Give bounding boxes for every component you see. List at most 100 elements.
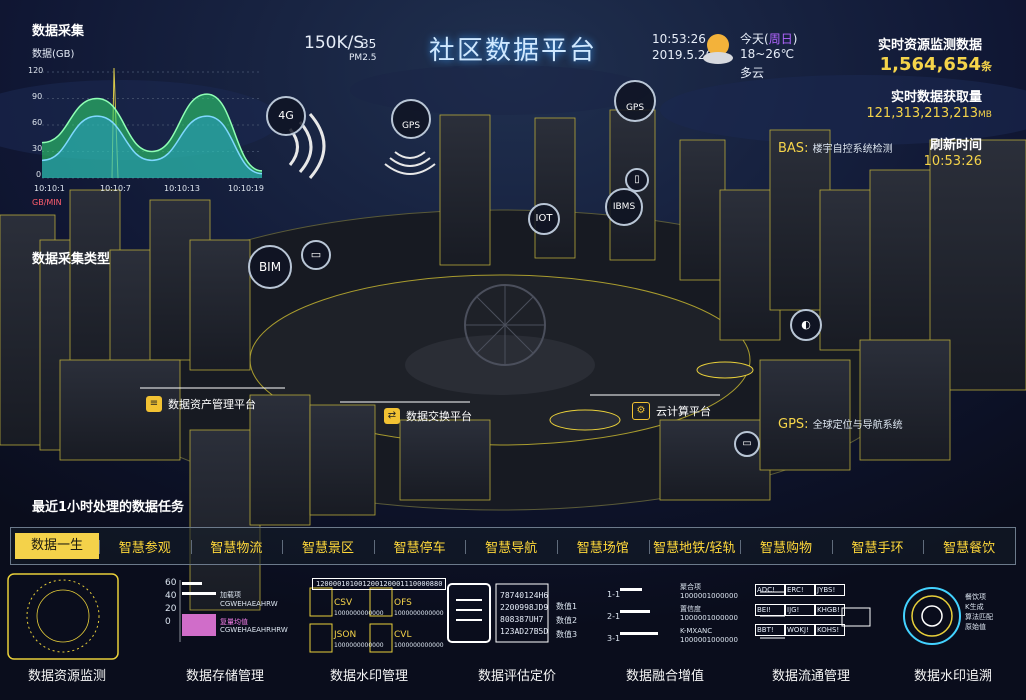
trace-label: 算法匹配 xyxy=(965,613,993,621)
file-ofs-sub: 1000000000000 xyxy=(394,610,444,617)
fuse-r3: K-MXANC xyxy=(680,627,713,635)
refresh-title: 刷新时间 xyxy=(929,138,982,153)
flow-node: KOHS! xyxy=(815,624,845,636)
bubble-gps-left[interactable]: GPS xyxy=(391,99,431,139)
bubble-iot[interactable]: IOT xyxy=(528,203,560,235)
eval-labels: 数值1 数值2 数值3 xyxy=(556,600,577,642)
tab-dining[interactable]: 智慧餐饮 xyxy=(923,537,1015,556)
flow-nodes: ADC! ERC! JYBS! BEI! IJG! KHGB! BBT! WOK… xyxy=(755,584,845,636)
clock-date: 2019.5.26 xyxy=(652,48,714,62)
x-tick: 10:10:19 xyxy=(228,184,264,193)
fuse-r3v: 1000001000000 xyxy=(680,636,738,644)
tasks-title: 最近1小时处理的数据任务 xyxy=(32,500,185,515)
eval-code: 2200998JD9 xyxy=(500,603,549,612)
x-tick: 10:10:13 xyxy=(164,184,200,193)
tab-logistics[interactable]: 智慧物流 xyxy=(190,537,283,556)
platform-cloud[interactable]: ⚙ 云计算平台 xyxy=(632,402,711,420)
bas-label: BAS: 楼宇自控系统检测 xyxy=(778,140,893,156)
tile-circulation-management[interactable]: 数据流通管理 xyxy=(772,669,851,684)
gps-tag: GPS: xyxy=(778,417,809,432)
flow-node: WOKJ! xyxy=(785,624,815,636)
x-tick: 10:10:1 xyxy=(34,184,65,193)
tile-resource-monitor[interactable]: 数据资源监测 xyxy=(28,669,107,684)
x-unit: GB/MIN xyxy=(32,198,62,207)
realtime-fetch-unit: MB xyxy=(978,110,992,120)
y-tick: 60 xyxy=(32,118,43,127)
tab-lifecycle[interactable]: 数据一生 xyxy=(15,533,99,559)
tile-evaluation-pricing[interactable]: 数据评估定价 xyxy=(478,669,557,684)
refresh-time: 10:53:26 xyxy=(923,154,982,169)
tile-watermark-trace[interactable]: 数据水印追溯 xyxy=(914,669,993,684)
data-collection-title: 数据采集 xyxy=(32,24,85,39)
phone-icon[interactable]: ▯ xyxy=(625,168,649,192)
weather-day-suffix: ) xyxy=(792,32,798,46)
fuse-left: 1-1 2-1 3-1 xyxy=(607,584,620,650)
storage-legend-3: 复量均值 xyxy=(220,618,248,626)
collection-types-title: 数据采集类型 xyxy=(32,252,111,267)
bubble-4g[interactable]: 4G xyxy=(266,96,306,136)
tab-shopping[interactable]: 智慧购物 xyxy=(740,537,832,556)
file-csv-sub: 1000000000000 xyxy=(334,610,384,617)
tab-parking[interactable]: 智慧停车 xyxy=(373,537,466,556)
bubble-bim[interactable]: BIM xyxy=(248,245,292,289)
car-icon[interactable]: ▭ xyxy=(734,431,760,457)
platform-exchange[interactable]: ⇄ 数据交换平台 xyxy=(384,408,472,424)
platform-asset[interactable]: ≡ 数据资产管理平台 xyxy=(146,396,256,412)
eval-label: 数值1 xyxy=(556,602,578,611)
trace-label: K生成 xyxy=(965,603,984,611)
tile-fusion-value[interactable]: 数据融合增值 xyxy=(626,669,705,684)
pm-label: PM2.5 xyxy=(349,53,377,63)
camera-icon[interactable]: ◐ xyxy=(790,309,822,341)
cloud-gear-icon: ⚙ xyxy=(632,402,650,420)
speed-readout: 150K/S xyxy=(304,33,365,53)
bubble-gps-right[interactable]: GPS xyxy=(614,80,656,122)
platform-exchange-label: 数据交换平台 xyxy=(406,410,472,423)
tile-storage-management[interactable]: 数据存储管理 xyxy=(186,669,265,684)
clock-time: 10:53:26 xyxy=(652,32,706,46)
file-cvl: CVL xyxy=(394,630,412,640)
eval-codes: 78740124H6 2200998JD9 808387UH7 123AD27B… xyxy=(500,590,548,638)
tab-venue[interactable]: 智慧场馆 xyxy=(556,537,649,556)
tab-wristband[interactable]: 智慧手环 xyxy=(831,537,924,556)
flow-node: ERC! xyxy=(785,584,815,596)
chart-line-series-1 xyxy=(42,115,263,175)
tile-watermark-management[interactable]: 数据水印管理 xyxy=(330,669,409,684)
file-csv: CSV xyxy=(334,598,353,608)
gps-desc: 全球定位与导航系统 xyxy=(812,420,903,431)
database-icon: ≡ xyxy=(146,396,162,412)
weather-day: 今天(周日) xyxy=(740,30,797,47)
flow-node: JYBS! xyxy=(815,584,845,596)
file-json-sub: 1000000000000 xyxy=(334,642,384,649)
trace-labels: 餐饮项 K生成 算法匹配 原始值 xyxy=(965,592,993,632)
tab-navigation[interactable]: 智慧导航 xyxy=(465,537,557,556)
weather-icon xyxy=(700,30,736,66)
car-icon[interactable]: ▭ xyxy=(301,240,331,270)
task-tabs: 数据一生 智慧参观 智慧物流 智慧景区 智慧停车 智慧导航 智慧场馆 智慧地铁/… xyxy=(10,527,1016,565)
eval-code: 78740124H6 xyxy=(500,591,549,600)
realtime-fetch-title: 实时数据获取量 xyxy=(890,90,982,105)
storage-tick: 0 xyxy=(165,617,171,627)
chart-area-series-0 xyxy=(42,94,262,178)
tile-graphics xyxy=(7,573,961,660)
tab-metro[interactable]: 智慧地铁/轻轨 xyxy=(648,537,741,556)
flow-node: IJG! xyxy=(785,604,815,616)
eval-code: 123AD27B5D xyxy=(500,627,549,636)
tab-scenic[interactable]: 智慧景区 xyxy=(282,537,374,556)
chart-unit-label: 数据(GB) xyxy=(32,49,75,60)
exchange-icon: ⇄ xyxy=(384,408,400,424)
binary-string: 120000101001200120001110000880 xyxy=(312,578,447,590)
chart-area-series-1 xyxy=(42,116,262,178)
bubble-ibms[interactable]: IBMS xyxy=(605,188,643,226)
fuse-r2: 置信度 xyxy=(680,605,701,613)
tab-visit[interactable]: 智慧参观 xyxy=(99,537,191,556)
gps-label: GPS: 全球定位与导航系统 xyxy=(778,416,903,432)
flow-node: ADC! xyxy=(755,584,785,596)
trace-label: 原始值 xyxy=(965,623,986,631)
pm-value: 35 xyxy=(361,37,377,51)
storage-legend-1: 加载项 xyxy=(220,591,241,599)
bas-tag: BAS: xyxy=(778,141,809,156)
flow-node: BEI! xyxy=(755,604,785,616)
storage-legend-2: CGWEHAEAHRW xyxy=(220,600,278,608)
storage-tick: 40 xyxy=(165,591,177,601)
